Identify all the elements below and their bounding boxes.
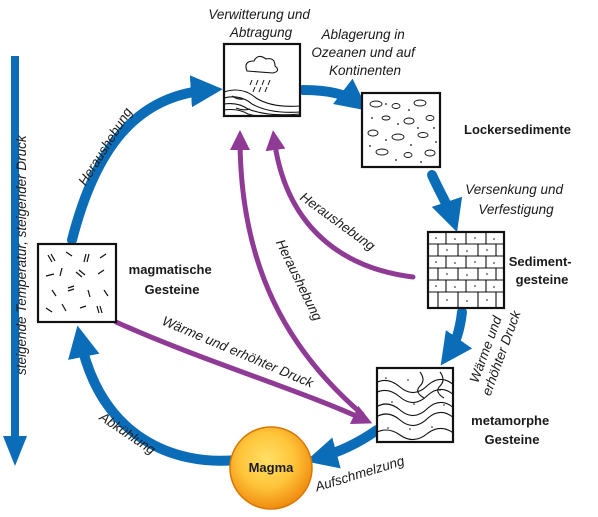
uplift-label-purple-1: Heraushebung bbox=[297, 189, 378, 253]
cooling-label: Abkühlung bbox=[96, 409, 159, 458]
uplift-arrow-purple-metamorphic bbox=[230, 130, 365, 417]
weathering-box bbox=[222, 42, 302, 118]
uplift-label-blue: Heraushebung bbox=[75, 105, 135, 188]
magma-node bbox=[229, 426, 313, 510]
weathering-label: Verwitterung und Abtragung bbox=[208, 7, 313, 40]
deposition-label: Ablagerung in Ozeanen und auf Kontinente… bbox=[311, 27, 418, 78]
magma-label: Magma bbox=[249, 460, 295, 475]
magmatic-box bbox=[36, 242, 118, 324]
blue-arrows bbox=[67, 75, 473, 469]
heat-pressure-arrow-blue bbox=[440, 307, 473, 366]
uplift-arrow-purple-sedimentary bbox=[265, 130, 416, 280]
uplift-arrow-blue bbox=[67, 75, 223, 245]
sedimentary-label: Sediment- gesteine bbox=[509, 254, 575, 287]
metamorphic-label: metamorphe Gesteine bbox=[471, 413, 553, 447]
compaction-label: Versenkung und Verfestigung bbox=[465, 182, 567, 217]
sedimentary-box bbox=[426, 230, 506, 310]
loose-sediments-label: Lockersedimente bbox=[464, 122, 571, 137]
melting-arrow bbox=[305, 425, 382, 469]
heat-pressure-arrow-purple bbox=[113, 319, 373, 425]
loose-sediments-box bbox=[360, 91, 442, 169]
deposition-arrow bbox=[298, 78, 369, 111]
temperature-pressure-label: steigende Temperatur, steigender Druck bbox=[14, 134, 29, 375]
magmatic-label: magmatische Gesteine bbox=[129, 262, 216, 297]
compaction-arrow bbox=[427, 170, 463, 233]
metamorphic-box bbox=[375, 366, 455, 444]
heat-pressure-label-2: Wärme und erhöhter Druck bbox=[464, 302, 524, 398]
cooling-arrow bbox=[68, 325, 241, 466]
temperature-pressure-arrow bbox=[3, 56, 27, 466]
purple-arrows bbox=[113, 130, 416, 425]
